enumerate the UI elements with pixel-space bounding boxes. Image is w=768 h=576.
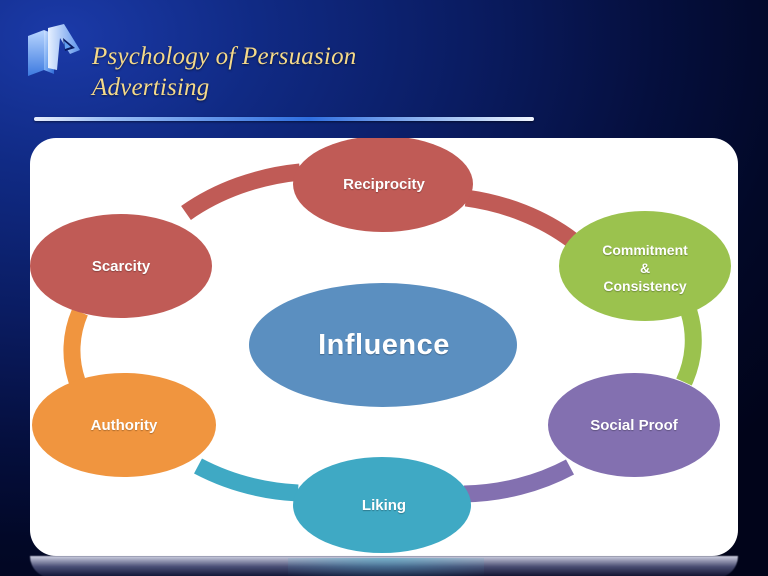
connector-reciprocity-to-commitment xyxy=(464,189,578,247)
page-title: Psychology of Persuasion Advertising xyxy=(92,41,612,103)
connector-scarcity-to-reciprocity xyxy=(181,163,301,221)
node-reciprocity[interactable] xyxy=(293,136,473,232)
node-scarcity[interactable] xyxy=(30,214,212,318)
title-divider xyxy=(34,117,534,121)
title-line-1: Psychology of Persuasion xyxy=(92,43,357,70)
presentation-logo-icon xyxy=(24,22,86,80)
node-commitment-consistency[interactable] xyxy=(559,211,731,321)
title-line-2: Advertising xyxy=(92,74,210,101)
node-liking[interactable] xyxy=(293,457,471,553)
connector-authority-to-scarcity xyxy=(63,308,88,384)
node-authority[interactable] xyxy=(32,373,216,477)
panel-reflection-highlight xyxy=(288,558,484,576)
node-social-proof[interactable] xyxy=(548,373,720,477)
node-influence-center[interactable] xyxy=(249,283,517,407)
logo-svg xyxy=(28,24,80,76)
connector-social-proof-to-liking xyxy=(463,459,575,503)
connector-commitment-to-social-proof xyxy=(676,309,702,386)
connector-liking-to-authority xyxy=(194,458,299,502)
